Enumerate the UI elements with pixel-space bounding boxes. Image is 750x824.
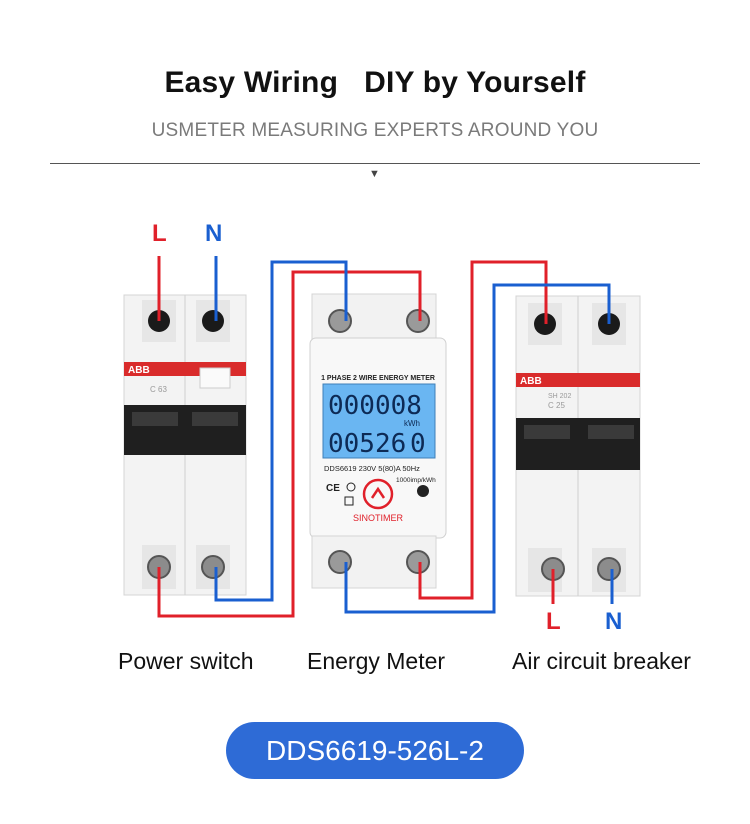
header-divider (50, 163, 700, 164)
breaker-model: SH 202 (548, 393, 571, 400)
title-right: DIY by Yourself (364, 66, 586, 99)
meter-reading-bottom-dec: 0 (410, 429, 426, 459)
meter-cert: CE (326, 483, 340, 494)
breaker-brand: ABB (520, 376, 542, 387)
model-badge: DDS6619-526L-2 (226, 722, 524, 779)
power-switch-rating: C 63 (150, 385, 167, 394)
power-switch-brand: ABB (128, 365, 150, 376)
title-left: Easy Wiring (164, 66, 339, 99)
meter-unit: kWh (404, 419, 420, 428)
label-l-top: L (152, 220, 167, 247)
meter-brand: SINOTIMER (353, 513, 404, 523)
page-title: Easy Wiring DIY by Yourself (0, 66, 750, 100)
down-arrow-icon: ▼ (369, 168, 380, 180)
wires (157, 256, 614, 618)
meter-header: 1 PHASE 2 WIRE ENERGY METER (321, 375, 435, 382)
air-circuit-breaker: ABB SH 202 C 25 (515, 295, 641, 597)
wire-switch-live-to-meter (157, 270, 422, 618)
label-n-top: N (205, 220, 223, 247)
caption-energy-meter: Energy Meter (307, 648, 446, 674)
page-subtitle: USMETER MEASURING EXPERTS AROUND YOU (151, 120, 599, 141)
breaker-rating: C 25 (548, 401, 565, 410)
label-n-bottom: N (605, 608, 623, 635)
meter-reading-top: 000008 (328, 391, 422, 421)
power-switch: ABB C 63 (123, 294, 247, 596)
caption-power-switch: Power switch (118, 648, 254, 674)
meter-impulse: 1000imp/kWh (396, 477, 436, 484)
meter-spec: DDS6619 230V 5(80)A 50Hz (324, 464, 420, 473)
wire-meter-live-to-breaker (418, 260, 548, 600)
wire-switch-neutral-to-meter (214, 260, 348, 602)
meter-pulse-led (417, 485, 429, 497)
meter-button-icon (362, 478, 394, 510)
energy-meter: 1 PHASE 2 WIRE ENERGY METER 000008 kWh 0… (309, 293, 447, 589)
meter-reading-bottom: 00526 (328, 429, 406, 459)
wire-meter-neutral-to-breaker (344, 283, 611, 614)
label-l-bottom: L (546, 608, 561, 635)
caption-air-breaker: Air circuit breaker (512, 648, 691, 674)
